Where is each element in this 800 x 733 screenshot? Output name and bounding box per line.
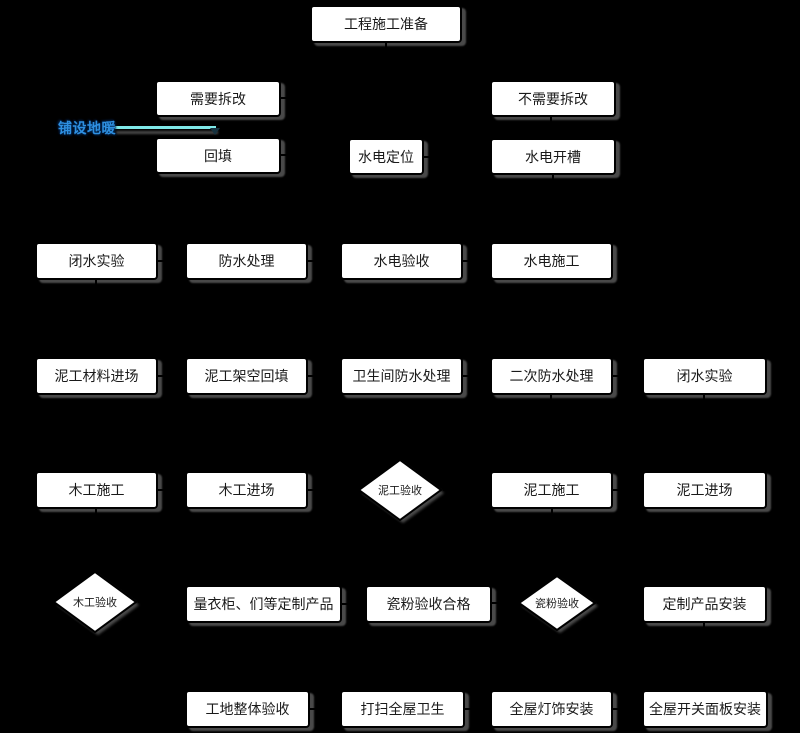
node-label: 木工验收 <box>73 596 117 609</box>
flow-node-water-test-2[interactable]: 闭水实验 <box>642 357 767 395</box>
flow-node-mason-entry[interactable]: 泥工进场 <box>642 471 767 509</box>
node-label: 防水处理 <box>218 254 275 270</box>
flow-node-hydro-construction[interactable]: 水电施工 <box>490 242 613 280</box>
diamond-shape-icon <box>52 571 138 633</box>
annotation-arrow-line <box>112 126 216 129</box>
flow-node-carpentry-acceptance[interactable]: 木工验收 <box>52 571 138 633</box>
node-label: 木工施工 <box>68 483 125 499</box>
node-label: 需要拆改 <box>190 91 246 108</box>
node-label: 泥工进场 <box>676 483 733 499</box>
flow-node-no-demolition[interactable]: 不需要拆改 <box>490 80 616 117</box>
node-label: 二次防水处理 <box>509 369 594 385</box>
node-label: 水电开槽 <box>525 149 581 166</box>
node-label: 泥工材料进场 <box>54 369 139 385</box>
node-label: 水电验收 <box>373 254 430 270</box>
connector <box>137 601 186 604</box>
node-label: 泥工架空回填 <box>204 369 289 385</box>
annotation-label: 铺设地暖 <box>58 121 116 137</box>
flow-node-hydro-acceptance[interactable]: 水电验收 <box>340 242 463 280</box>
flow-node-mason-overhead-backfill[interactable]: 泥工架空回填 <box>185 357 308 395</box>
flow-node-construction-prep[interactable]: 工程施工准备 <box>310 5 462 43</box>
node-label: 全屋开关面板安装 <box>649 702 761 718</box>
node-label: 卫生间防水处理 <box>352 369 451 385</box>
node-label: 瓷粉验收合格 <box>386 597 471 613</box>
annotation-line-shadow <box>116 131 218 134</box>
node-label: 闭水实验 <box>68 254 125 270</box>
connectors <box>95 43 705 710</box>
node-label: 全屋灯饰安装 <box>509 702 594 718</box>
flow-node-site-overall-acceptance[interactable]: 工地整体验收 <box>185 690 310 728</box>
node-label: 闭水实验 <box>676 369 733 385</box>
flow-node-switch-panel-install[interactable]: 全屋开关面板安装 <box>642 690 768 728</box>
annotation-arrowhead-icon <box>210 128 220 135</box>
flow-node-bathroom-waterproofing[interactable]: 卫生间防水处理 <box>340 357 463 395</box>
flow-node-hydro-positioning[interactable]: 水电定位 <box>348 138 424 175</box>
flow-node-mason-acceptance[interactable]: 泥工验收 <box>357 459 443 521</box>
diamond-shape-icon <box>517 575 597 631</box>
flow-node-mason-material-entry[interactable]: 泥工材料进场 <box>35 357 158 395</box>
flow-node-light-fixture-install[interactable]: 全屋灯饰安装 <box>490 690 613 728</box>
flow-node-whole-house-cleaning[interactable]: 打扫全屋卫生 <box>340 690 465 728</box>
node-label: 泥工施工 <box>523 483 580 499</box>
node-label: 工程施工准备 <box>344 17 428 33</box>
flow-node-need-demolition[interactable]: 需要拆改 <box>155 80 281 117</box>
node-label: 水电定位 <box>358 149 414 166</box>
diamond-shape-icon <box>357 459 443 521</box>
node-label: 不需要拆改 <box>518 91 588 108</box>
connector <box>385 43 552 80</box>
node-label: 打扫全屋卫生 <box>360 702 445 718</box>
flow-node-hydro-grooving[interactable]: 水电开槽 <box>490 138 616 175</box>
node-label: 泥工验收 <box>378 484 422 497</box>
flow-node-custom-product-install[interactable]: 定制产品安装 <box>642 585 767 623</box>
flow-node-water-test-1[interactable]: 闭水实验 <box>35 242 158 280</box>
node-label: 工地整体验收 <box>205 702 290 718</box>
flow-node-second-waterproofing[interactable]: 二次防水处理 <box>490 357 613 395</box>
flow-node-backfill[interactable]: 回填 <box>155 137 281 174</box>
node-label: 木工进场 <box>218 483 275 499</box>
flow-node-carpentry-entry[interactable]: 木工进场 <box>185 471 308 509</box>
flow-node-carpentry-construction[interactable]: 木工施工 <box>35 471 158 509</box>
node-label: 瓷粉验收 <box>535 597 579 610</box>
flow-node-measure-custom-products[interactable]: 量衣柜、们等定制产品 <box>185 585 342 623</box>
flow-node-putty-acceptance[interactable]: 瓷粉验收 <box>517 575 597 631</box>
flow-node-waterproofing[interactable]: 防水处理 <box>185 242 308 280</box>
node-label: 量衣柜、们等定制产品 <box>193 597 334 613</box>
flow-node-mason-construction[interactable]: 泥工施工 <box>490 471 613 509</box>
flow-node-putty-acceptance-passed[interactable]: 瓷粉验收合格 <box>365 585 492 623</box>
node-label: 回填 <box>204 148 232 165</box>
node-label: 定制产品安装 <box>662 597 747 613</box>
node-label: 水电施工 <box>523 254 580 270</box>
